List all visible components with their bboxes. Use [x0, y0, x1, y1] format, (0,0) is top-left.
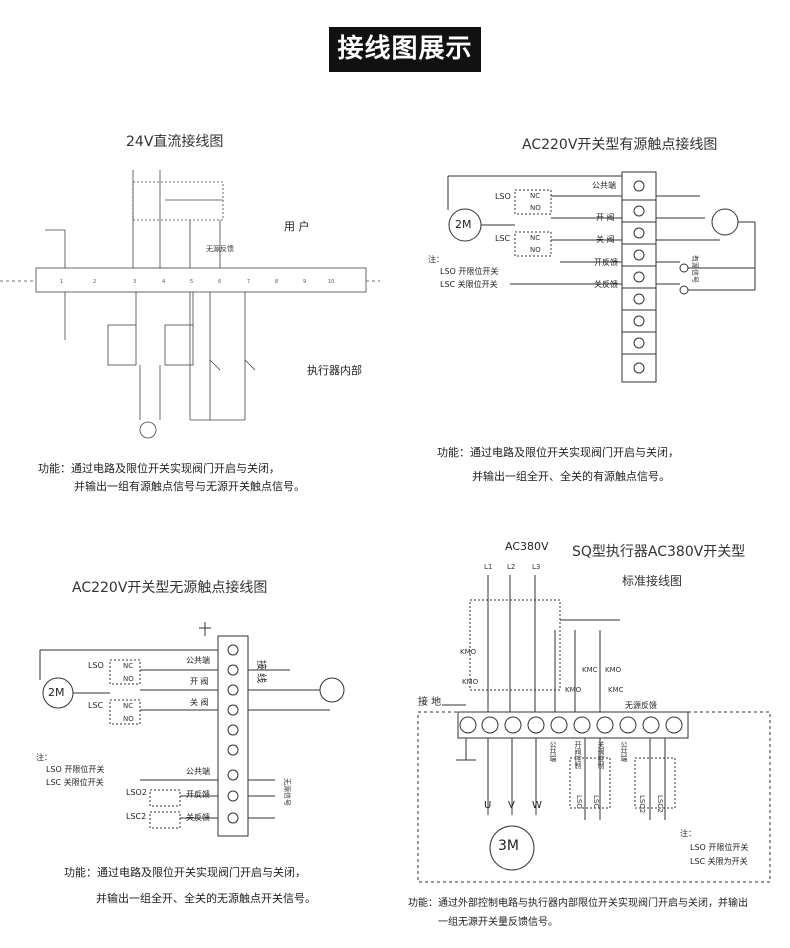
d2-lsc-label: LSC: [495, 234, 511, 243]
d4-col-label-2: 开阀控制: [574, 741, 582, 769]
d3-terminal-block: [217, 635, 249, 837]
d3-label-top-1: 公共端: [186, 656, 210, 665]
d3-caption-1: 功能：通过电路及限位开关实现阀门开启与关闭，: [64, 866, 306, 879]
d1-title: 24V直流接线图: [126, 134, 224, 150]
d4-col-label-1: 公共端: [549, 741, 557, 762]
d2-terminal-label-2: 开 阀: [596, 213, 615, 222]
d2-no-2: NO: [530, 246, 541, 254]
d4-caption-2: 一组无源开关量反馈信号。: [438, 917, 558, 928]
d3-nc-2: NC: [123, 702, 134, 710]
d4-title-1: SQ型执行器AC380V开关型: [572, 544, 746, 560]
d2-terminal-label-5: 关反馈: [594, 280, 618, 289]
d4-kmo-1: KMO: [460, 648, 477, 656]
d4-phase-l1: L1: [484, 563, 493, 571]
d4-u-label: U: [484, 800, 492, 811]
d4-lso2-label: LSO2: [638, 795, 646, 814]
d1-inside-label: 执行器内部: [307, 364, 362, 377]
d4-note-2: LSC 关限为开关: [690, 857, 748, 866]
d3-note-2: LSC 关限位开关: [46, 778, 104, 787]
d3-title: AC220V开关型无源触点接线图: [72, 580, 268, 596]
d3-label-top-2: 开 阀: [190, 677, 209, 686]
d2-lso-label: LSO: [495, 192, 511, 201]
d3-note-title: 注：: [36, 753, 52, 762]
d4-col-label-3: 关阀控制: [597, 741, 605, 769]
d2-terminal-block: [621, 171, 657, 383]
svg-text:9: 9: [303, 279, 306, 285]
d2-note-title: 注：: [428, 255, 444, 264]
d4-kmc-2: KMC: [582, 666, 598, 674]
d3-nc-1: NC: [123, 662, 134, 670]
d2-nc-1: NC: [530, 192, 541, 200]
d4-ground-label: 接 地: [418, 697, 442, 708]
d2-note-2: LSC 关限位开关: [440, 280, 498, 289]
svg-text:2: 2: [93, 279, 96, 285]
d4-lsc2-label: LSC2: [656, 795, 664, 813]
d4-lso-label: LSO: [575, 795, 583, 809]
d4-col-label-4: 公共端: [620, 741, 628, 762]
d4-v-label: V: [508, 800, 515, 811]
d1-user-label: 用 户: [284, 220, 310, 233]
d2-no-1: NO: [530, 204, 541, 212]
d3-note-1: LSO 开限位开关: [46, 765, 105, 774]
d2-motor-label: 2M: [455, 218, 472, 231]
d3-caption-2: 并输出一组全开、全关的无源触点开关信号。: [96, 892, 316, 905]
d4-w-label: W: [532, 800, 542, 811]
d2-note-1: LSO 开限位开关: [440, 267, 499, 276]
d4-caption-1: 功能：通过外部控制电路与执行器内部限位开关实现阀门开启与关闭，并输出: [408, 898, 748, 909]
d1-caption-2: 并输出一组有源触点信号与无源开关触点信号。: [74, 480, 305, 493]
d2-caption-2: 并输出一组全开、全关的有源触点信号。: [472, 470, 670, 483]
d3-no-1: NO: [123, 675, 134, 683]
d2-title: AC220V开关型有源触点接线图: [522, 137, 718, 153]
d3-label-bot-1: 公共端: [186, 767, 210, 776]
d1-caption-1: 功能：通过电路及限位开关实现阀门开启与关闭，: [38, 462, 280, 475]
d2-caption-1: 功能：通过电路及限位开关实现阀门开启与关闭，: [437, 446, 679, 459]
d3-motor-label: 2M: [48, 686, 65, 699]
d4-lsc-label: LSC: [592, 795, 600, 809]
d3-lso-label: LSO: [88, 661, 104, 670]
d4-note-1: LSO 开限位开关: [690, 843, 749, 852]
d4-title-2: 标准接线图: [622, 574, 683, 588]
d3-lso2-label: LSO2: [126, 788, 147, 797]
d3-label-bot-3: 关反馈: [186, 813, 210, 822]
d3-lsc-label: LSC: [88, 701, 104, 710]
d3-no-2: NO: [123, 715, 134, 723]
d4-kmo-4: KMO: [605, 666, 622, 674]
d4-supply-label: AC380V: [505, 540, 549, 553]
d4-note-title: 注：: [680, 829, 696, 838]
svg-text:10: 10: [328, 279, 334, 285]
d4-kmo-3: KMO: [565, 686, 582, 694]
svg-text:1: 1: [60, 279, 63, 285]
d3-label-top-3: 关 阀: [190, 698, 209, 707]
d1-terminal-bar: [35, 267, 367, 293]
d4-phase-l2: L2: [507, 563, 516, 571]
svg-text:3: 3: [133, 279, 136, 285]
d4-terminal-strip: [457, 711, 689, 739]
svg-text:4: 4: [162, 279, 165, 285]
svg-text:8: 8: [275, 279, 278, 285]
d2-terminal-label-1: 公共端: [592, 181, 616, 190]
d4-kmc-1: KMC: [608, 686, 624, 694]
d4-dry-label: 无源反馈: [625, 701, 657, 710]
svg-text:6: 6: [218, 279, 221, 285]
d3-label-bot-2: 开反馈: [186, 790, 210, 799]
d2-terminal-label-3: 关 阀: [596, 235, 615, 244]
d4-phase-l3: L3: [532, 563, 541, 571]
d2-terminal-label-4: 开反馈: [594, 258, 618, 267]
d4-kmo-2: KMO: [462, 678, 479, 686]
svg-text:5: 5: [190, 279, 193, 285]
d3-lsc2-label: LSC2: [126, 812, 147, 821]
d4-motor-label: 3M: [498, 838, 519, 854]
page-banner: 接线图展示: [329, 27, 481, 72]
d2-nc-2: NC: [530, 234, 541, 242]
svg-text:7: 7: [247, 279, 250, 285]
